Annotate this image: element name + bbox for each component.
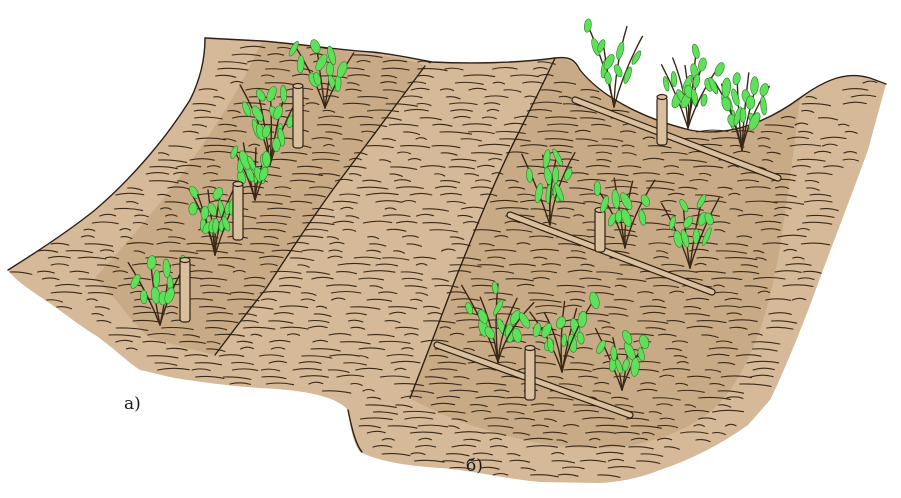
stake-top	[233, 182, 243, 187]
leaf	[721, 78, 731, 98]
leaf	[750, 76, 759, 94]
stake	[525, 348, 535, 400]
stake-top	[657, 95, 667, 100]
leaf	[732, 72, 741, 85]
leaf	[713, 61, 726, 77]
leaf	[594, 181, 601, 196]
leaf	[760, 96, 768, 115]
leaf	[740, 108, 746, 123]
leaf	[615, 41, 625, 59]
stake	[233, 184, 243, 240]
leaf	[758, 82, 770, 96]
leaf	[273, 138, 281, 152]
leaf	[746, 96, 755, 110]
stake	[657, 97, 667, 145]
leaf	[691, 43, 701, 59]
stake	[293, 86, 303, 148]
leaf	[697, 57, 707, 72]
stake	[180, 260, 190, 322]
leaf	[613, 64, 624, 79]
stake	[595, 210, 605, 252]
label-b: б)	[466, 456, 483, 476]
leaf	[583, 18, 592, 32]
label-a: a)	[124, 394, 141, 414]
stake-top	[525, 346, 535, 351]
leaf	[604, 71, 612, 84]
stake-top	[293, 84, 303, 89]
stake-top	[180, 258, 190, 263]
